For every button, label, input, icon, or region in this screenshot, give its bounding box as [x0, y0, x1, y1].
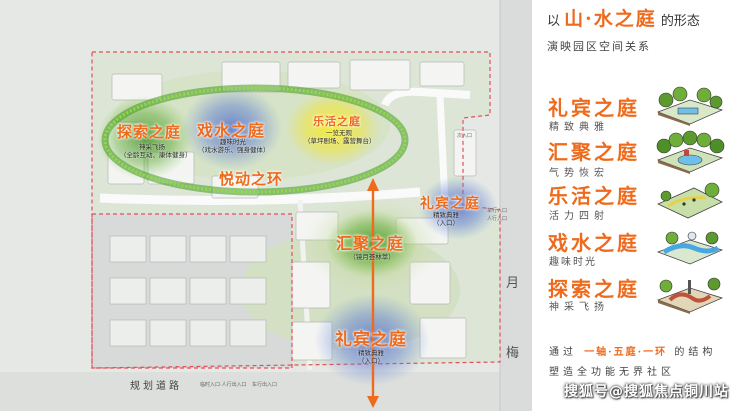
xishui-thumbnail-illustration [656, 231, 724, 265]
huiju-thumbnail-illustration [656, 130, 725, 174]
legend-header-suffix: 的形态 [660, 14, 700, 29]
legend-item-title: 探索之庭 [548, 277, 640, 301]
zone-sub-line: （镜月荟林萃） [349, 253, 395, 261]
tansuo-thumbnail-illustration [656, 277, 724, 314]
zone-sub-line: （戏水游乐、强身健体） [198, 146, 270, 154]
zone-title-xishui: 戏水之庭 [197, 121, 266, 140]
legend-item-sub: 气势恢宏 [549, 168, 609, 179]
legend-item-title: 汇聚之庭 [548, 140, 640, 164]
lehuo-thumbnail-illustration [657, 182, 723, 219]
zone-title-libin-main: 礼宾之庭 [335, 330, 407, 350]
summary-suffix: 的结构 [674, 347, 717, 358]
site-plan-drawing [91, 0, 532, 411]
zone-sub-line: （入口） [358, 357, 384, 365]
zone-title-yuedong: 悦动之环 [219, 170, 284, 188]
zone-sub-line: 精致典雅 [358, 349, 384, 357]
zone-sub-xishui: 趣味时光 （戏水游乐、强身健体） [198, 138, 270, 154]
zone-sub-libin-side: 精致典雅 （入口） [426, 211, 466, 227]
zone-title-lehuo: 乐活之庭 [313, 115, 361, 128]
legend-item-title: 礼宾之庭 [548, 96, 640, 120]
legend-item-sub: 神采飞扬 [549, 302, 609, 313]
zone-sub-libin-main: 精致典雅 （入口） [346, 349, 396, 365]
edge-label-right-top: 月 [506, 276, 520, 291]
zone-sub-line: （入口） [433, 219, 459, 227]
edge-label-right-bottom: 梅 [506, 346, 520, 361]
zone-sub-line: 趣味时光 [220, 138, 246, 146]
zone-sub-line: 一览无观 [326, 129, 352, 137]
zone-sub-line: （全龄互动、康体健身） [120, 151, 192, 159]
entrance-label: 车行出入口 [252, 382, 278, 388]
entrance-label: 临时入口·人行出入口 [200, 382, 247, 388]
entrance-label: 次入口 [457, 133, 473, 139]
zone-sub-line: 精致典雅 [433, 211, 459, 219]
site-plan: 探索之庭 神采飞扬 （全龄互动、康体健身） 戏水之庭 趣味时光 （戏水游乐、强身… [0, 0, 532, 411]
legend-header-highlight: 山·水之庭 [564, 8, 657, 30]
libin-thumbnail-illustration [656, 86, 724, 126]
watermark: 搜狐号@搜狐焦点铜川站 [564, 384, 729, 400]
legend-item-sub: 活力四射 [549, 211, 609, 222]
legend-summary-line2: 塑造全功能无界社区 [549, 367, 675, 378]
zone-title-libin-side: 礼宾之庭 [420, 196, 480, 212]
summary-highlight: 一轴·五庭·一环 [584, 347, 668, 358]
entrance-label: 车行入口 [487, 208, 508, 214]
zone-sub-tansuo: 神采飞扬 （全龄互动、康体健身） [120, 143, 192, 159]
road-label: 规划道路 [130, 381, 182, 392]
legend-subheader: 演映园区空间关系 [547, 40, 651, 53]
legend-item-title: 乐活之庭 [548, 184, 640, 208]
zone-title-tansuo: 探索之庭 [117, 123, 182, 141]
zone-sub-line: （草坪剧场、露营舞台） [304, 137, 376, 145]
legend-item-sub: 趣味时光 [549, 257, 597, 268]
zone-sub-lehuo: 一览无观 （草坪剧场、露营舞台） [304, 129, 376, 145]
legend-item-sub: 精致典雅 [549, 122, 609, 133]
legend-summary-line1: 通过 一轴·五庭·一环 的结构 [549, 343, 716, 358]
zone-title-huiju: 汇聚之庭 [336, 234, 405, 253]
entrance-label: 人行入口 [487, 216, 508, 222]
zone-sub-huiju: （镜月荟林萃） [342, 253, 402, 261]
legend-header: 以 山·水之庭 的形态 [547, 4, 700, 31]
summary-prefix: 通过 [549, 347, 577, 358]
legend-header-prefix: 以 [547, 14, 561, 29]
zone-sub-line: 神采飞扬 [139, 143, 165, 151]
legend-item-title: 戏水之庭 [548, 231, 640, 255]
